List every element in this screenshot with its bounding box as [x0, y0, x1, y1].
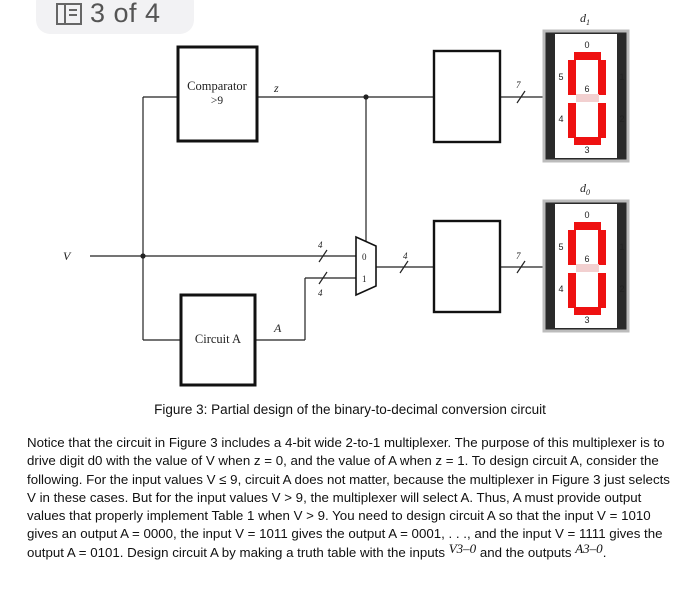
page-indicator: 3 of 4 [36, 0, 194, 34]
segment-label-0: 0 [584, 40, 589, 50]
comparator-title: Comparator [187, 79, 248, 93]
segment-label-6: 6 [584, 254, 589, 264]
segment-6 [576, 264, 599, 272]
segment-label-3: 3 [584, 145, 589, 155]
bus-width-d0: 7 [516, 251, 521, 261]
comparator-block [176, 45, 259, 143]
segment-3 [574, 137, 601, 145]
a-label: A [273, 321, 282, 335]
segment-label-3: 3 [584, 315, 589, 325]
less-equal-symbol: ≤ [219, 471, 227, 487]
d0-label: d0 [580, 181, 590, 197]
comparator-threshold: >9 [211, 95, 223, 107]
paragraph-text-3: and the outputs [476, 544, 576, 560]
segment-2 [598, 273, 606, 308]
segment-label-5: 5 [558, 72, 563, 82]
figure-caption: Figure 3: Partial design of the binary-t… [154, 402, 546, 417]
segment-1 [598, 230, 606, 265]
segment-label-1: 1 [619, 72, 624, 82]
bus-width-mux-out: 4 [403, 251, 408, 261]
page-count-icon [56, 3, 82, 25]
seven-segment-display-d1: 0 1 2 3 4 5 6 [542, 29, 630, 163]
v-label: V [63, 249, 72, 263]
mux-input-1: 1 [362, 274, 367, 284]
segment-label-4: 4 [558, 114, 563, 124]
body-paragraph: Notice that the circuit in Figure 3 incl… [27, 434, 677, 562]
segment-label-6: 6 [584, 84, 589, 94]
circuit-diagram: Comparator >9 Circuit A 0 1 z A V 4 4 4 … [63, 11, 630, 387]
paragraph-text-1: Notice that the circuit in Figure 3 incl… [27, 435, 665, 487]
multiplexer [355, 235, 377, 297]
segment-5 [568, 230, 576, 265]
z-label: z [273, 81, 279, 95]
segment-5 [568, 60, 576, 95]
segment-4 [568, 273, 576, 308]
segment-label-4: 4 [558, 284, 563, 294]
d1-label: d1 [580, 11, 590, 27]
segment-4 [568, 103, 576, 138]
segment-0 [574, 222, 601, 230]
segment-label-2: 2 [619, 114, 624, 124]
segment-6 [576, 94, 599, 102]
page-indicator-text: 3 of 4 [90, 0, 161, 28]
circuit-a-block [179, 293, 257, 387]
bus-width-v: 4 [318, 240, 323, 250]
decoder-block-d1 [432, 49, 502, 144]
segment-3 [574, 307, 601, 315]
paragraph-text-4: . [602, 544, 607, 560]
bus-width-a: 4 [318, 288, 323, 298]
segment-label-2: 2 [619, 284, 624, 294]
decoder-block-d0 [432, 219, 502, 314]
segment-1 [598, 60, 606, 95]
segment-label-0: 0 [584, 210, 589, 220]
input-vector-symbol: V3–0 [448, 540, 477, 556]
circuit-a-label: Circuit A [195, 332, 241, 346]
segment-2 [598, 103, 606, 138]
mux-input-0: 0 [362, 252, 367, 262]
paragraph-text-2: 9, circuit A does not matter, because th… [27, 471, 670, 560]
output-vector-symbol: A3–0 [575, 540, 603, 556]
segment-0 [574, 52, 601, 60]
segment-label-1: 1 [619, 242, 624, 252]
segment-label-5: 5 [558, 242, 563, 252]
bus-width-d1: 7 [516, 80, 521, 90]
seven-segment-display-d0: 0 1 2 3 4 5 6 [542, 199, 630, 333]
